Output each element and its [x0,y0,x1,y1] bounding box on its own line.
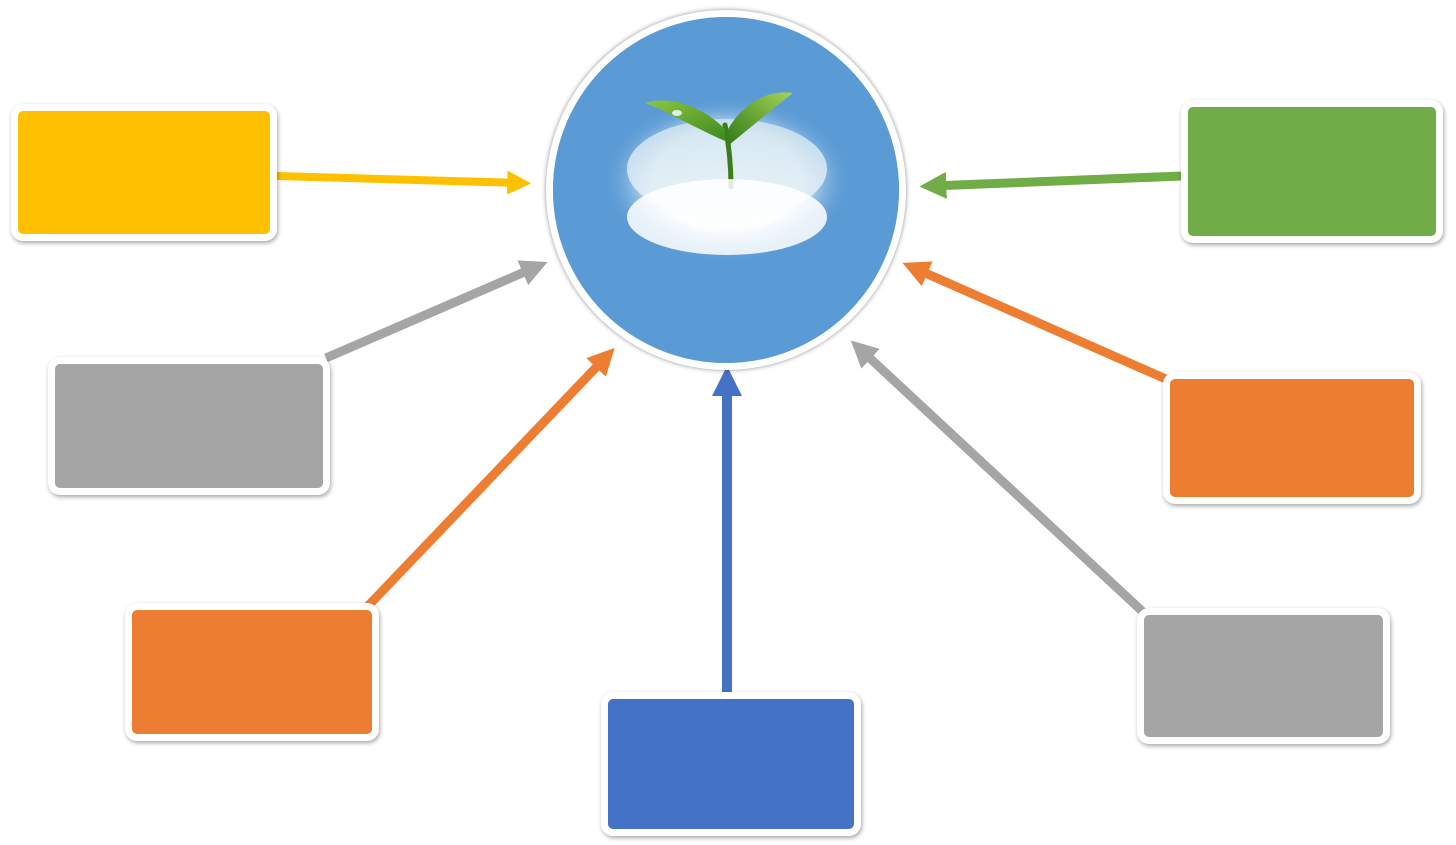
arrow-orange-right [902,261,1170,385]
central-hub-circle [546,10,906,370]
node-blue [601,692,861,836]
node-yellow [11,104,277,241]
arrow-green [919,171,1183,199]
node-green [1181,100,1443,243]
arrow-grey-left [324,260,548,363]
arrow-orange-left [364,347,615,610]
arrow-yellow [276,170,532,195]
node-grey-left [48,357,330,495]
arrow-grey-right [850,340,1147,616]
seedling-sprout-icon [553,17,899,363]
node-orange-left [125,603,379,741]
node-orange-right [1163,372,1421,504]
node-grey-right [1137,608,1390,744]
